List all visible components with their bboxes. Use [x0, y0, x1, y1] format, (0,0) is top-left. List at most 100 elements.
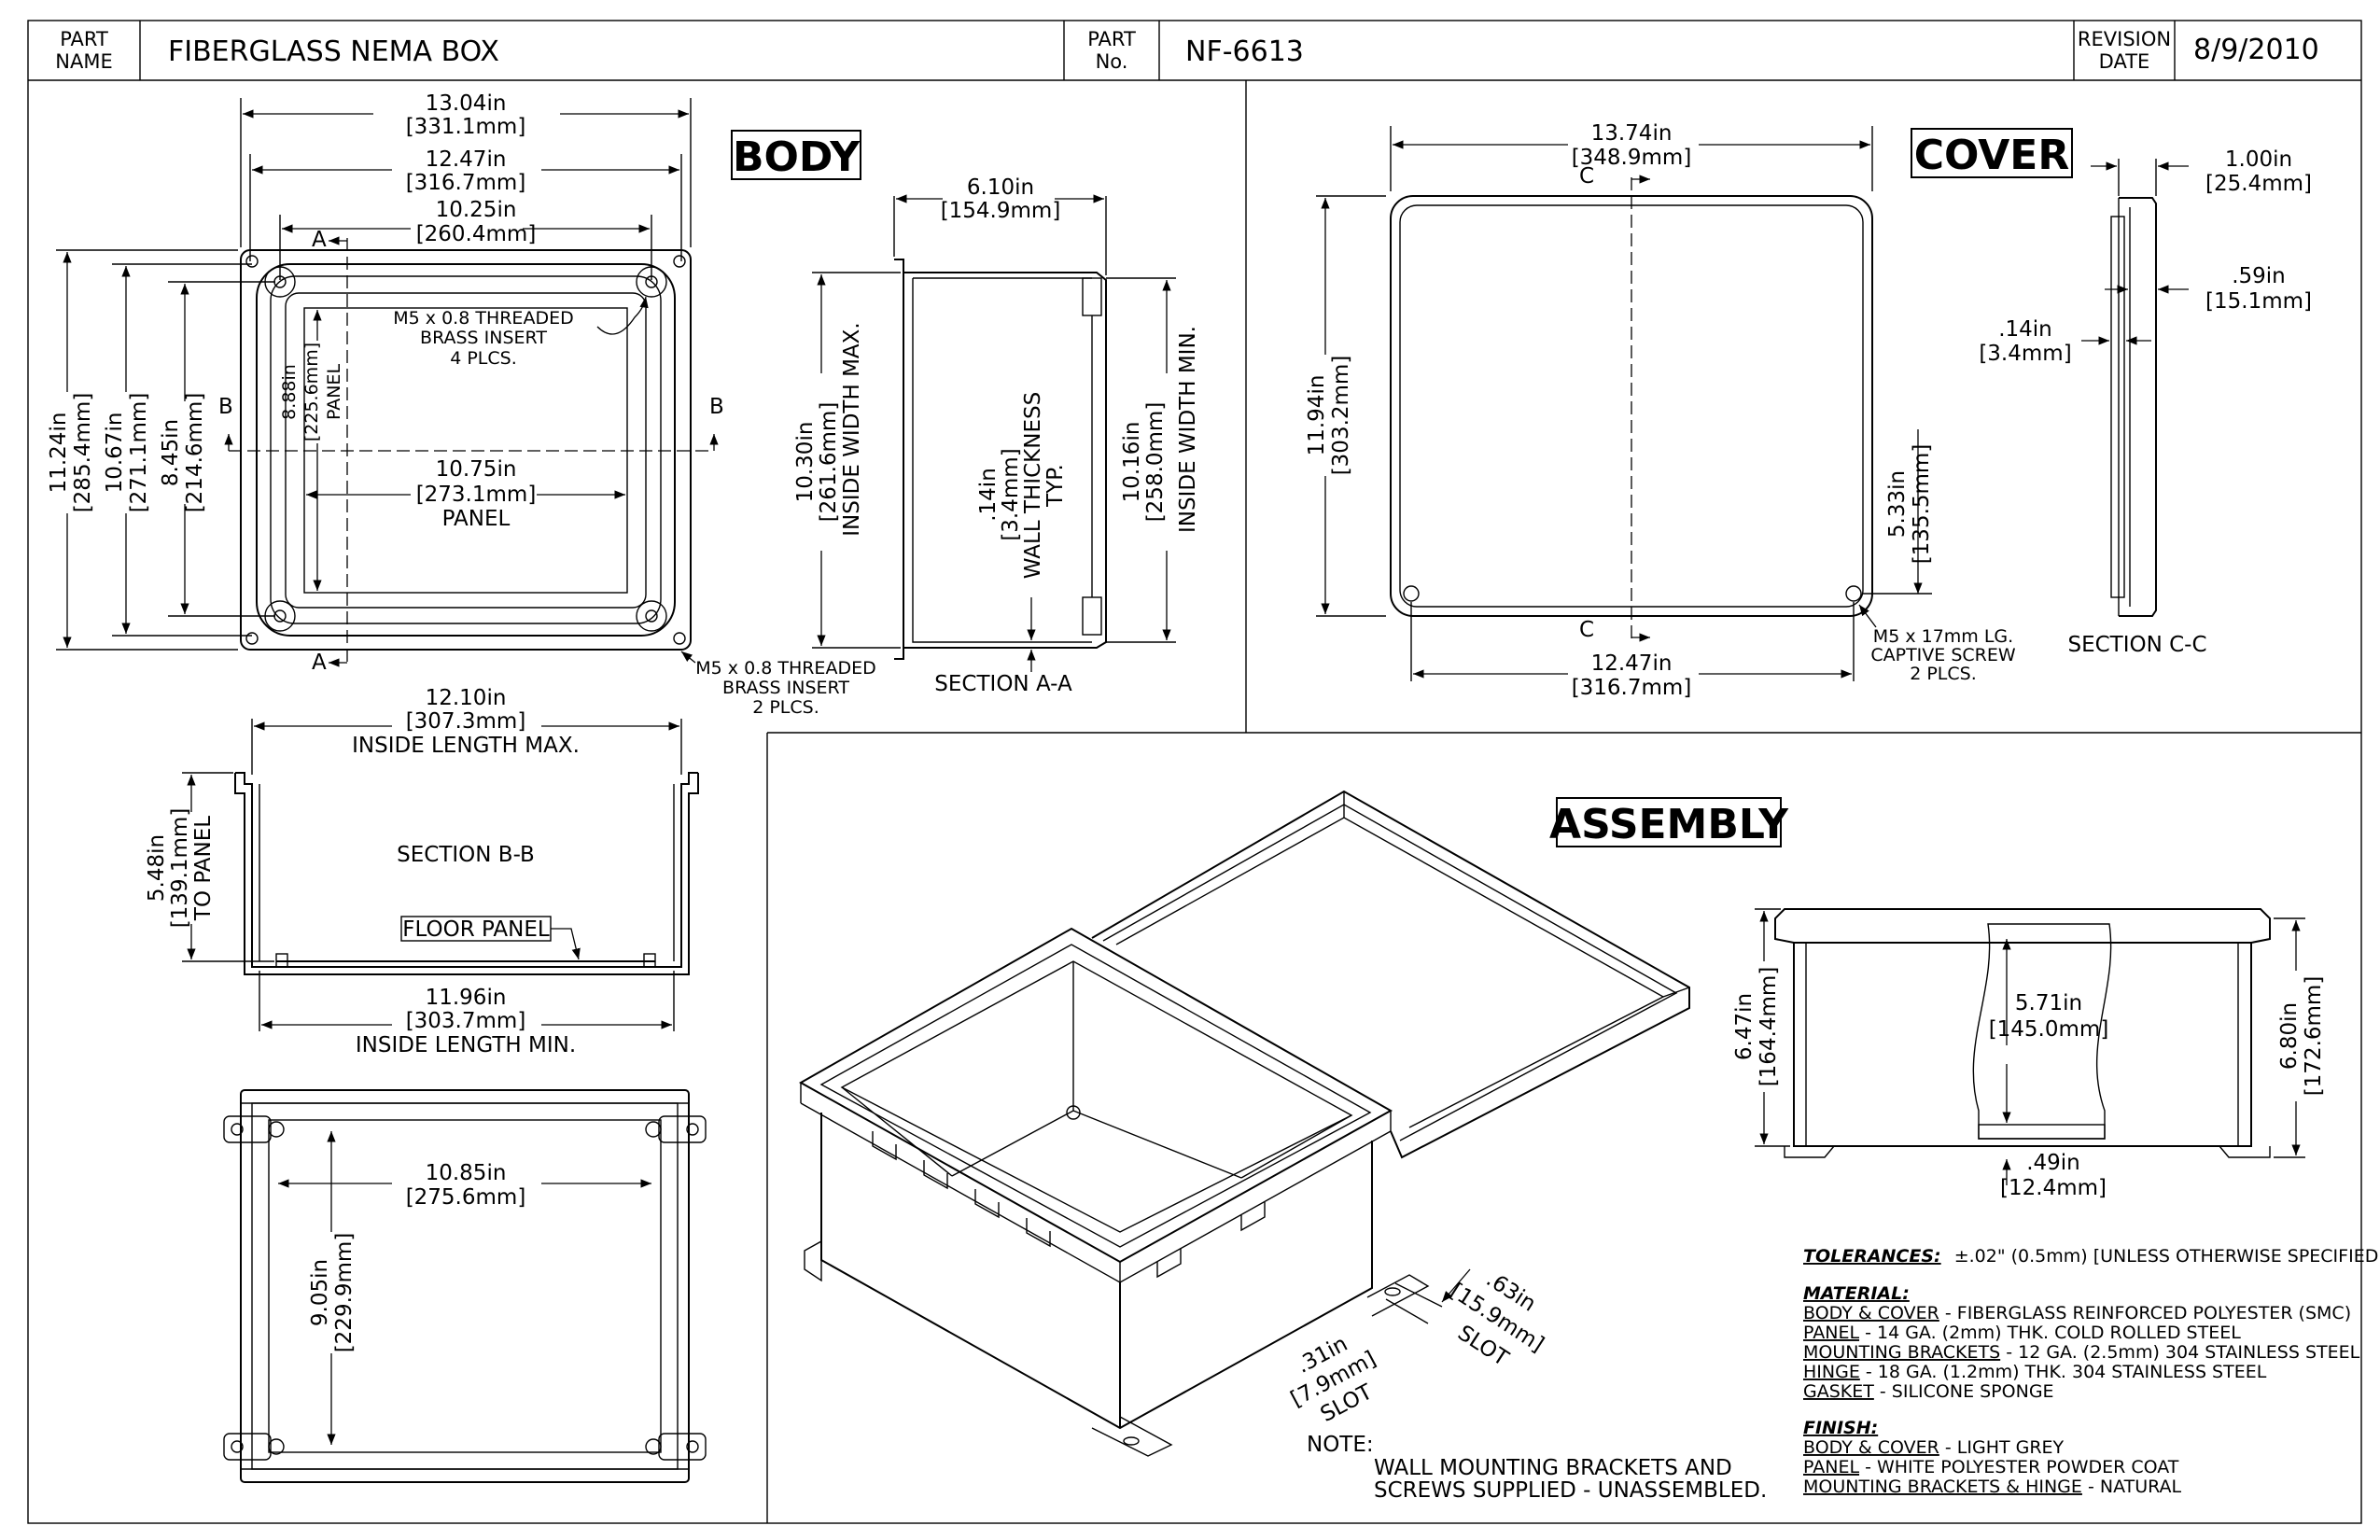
dim-panel-height-label: PANEL	[324, 364, 344, 420]
dim-aa-width-min-label: INSIDE WIDTH MIN.	[1176, 326, 1200, 533]
dim-aa-wall: .14in	[976, 468, 1001, 522]
body-title-box	[731, 130, 861, 180]
part-no-label-1: PART	[1087, 28, 1136, 50]
dim-aa-width-min: 10.16in	[1120, 422, 1144, 503]
finish-row: MOUNTING BRACKETS & HINGE - NATURAL	[1803, 1477, 2182, 1497]
part-no-label-2: No.	[1096, 50, 1128, 73]
section-cc-label: SECTION C-C	[2067, 633, 2206, 657]
material-row: BODY & COVER - FIBERGLASS REINFORCED POL…	[1803, 1303, 2351, 1323]
material-desc: - 18 GA. (1.2mm) THK. 304 STAINLESS STEE…	[1860, 1362, 2267, 1382]
tolerances-text: ±.02" (0.5mm) [UNLESS OTHERWISE SPECIFIE…	[1954, 1246, 2380, 1267]
note-line-1: WALL MOUNTING BRACKETS AND	[1374, 1456, 1732, 1480]
title-block: PART NAME FIBERGLASS NEMA BOX PART No. N…	[27, 20, 2362, 1524]
material-row: GASKET - SILICONE SPONGE	[1803, 1381, 2054, 1402]
dim-cc-wall: .14in	[1998, 317, 2052, 342]
assembly-title-box	[1556, 797, 1782, 847]
spec-block: TOLERANCES: ±.02" (0.5mm) [UNLESS OTHERW…	[1803, 1246, 2380, 1497]
revision-label-2: DATE	[2099, 50, 2150, 73]
dim-mount-width: 10.25in	[436, 198, 517, 222]
assembly-view: .63in [15.9mm] SLOT .31in [7.9mm] SLOT	[798, 790, 1690, 1457]
body-title: BODY	[733, 133, 861, 181]
dim-overall-height-asm-mm: [172.6mm]	[2302, 976, 2326, 1097]
dim-bb-length-min-label: INSIDE LENGTH MIN.	[356, 1033, 576, 1057]
finish-desc: - WHITE POLYESTER POWDER COAT	[1859, 1457, 2179, 1477]
material-row: MOUNTING BRACKETS - 12 GA. (2.5mm) 304 S…	[1803, 1342, 2360, 1363]
dim-body-height-mm: [164.4mm]	[1757, 967, 1781, 1087]
dim-overall-height-mm: [285.4mm]	[71, 393, 95, 513]
finish-row: BODY & COVER - LIGHT GREY	[1803, 1437, 2065, 1458]
dim-cover-height-mm: [303.2mm]	[1329, 356, 1353, 476]
material-desc: - 12 GA. (2.5mm) 304 STAINLESS STEEL	[2000, 1342, 2359, 1363]
dim-aa-width-min-mm: [258.0mm]	[1143, 402, 1168, 523]
dim-cover-width: 13.74in	[1591, 121, 1673, 146]
cover-title-box	[1911, 128, 2073, 178]
dim-aa-width-max-mm: [261.6mm]	[817, 402, 841, 523]
note-label: NOTE:	[1307, 1433, 1374, 1457]
tolerances: TOLERANCES: ±.02" (0.5mm) [UNLESS OTHERW…	[1803, 1246, 2380, 1267]
material-row: HINGE - 18 GA. (1.2mm) THK. 304 STAINLES…	[1803, 1362, 2267, 1382]
dim-overall-width: 13.04in	[426, 91, 507, 116]
dim-inner-height-mm: [271.1mm]	[127, 393, 151, 513]
note-block: NOTE: WALL MOUNTING BRACKETS AND SCREWS …	[1307, 1433, 1767, 1503]
dim-panel-width-mm: [273.1mm]	[416, 483, 537, 507]
dim-bb-to-panel-mm: [139.1mm]	[168, 808, 192, 929]
section-bb-label: SECTION B-B	[397, 843, 535, 867]
insert-note-top-3: 4 PLCS.	[450, 348, 517, 369]
insert-note-top-1: M5 x 0.8 THREADED	[393, 308, 573, 329]
dim-panel-width-label: PANEL	[442, 507, 511, 531]
dim-bb-to-panel: 5.48in	[145, 834, 169, 902]
material-part: PANEL	[1803, 1323, 1859, 1343]
dim-bottom-height: 9.05in	[308, 1259, 332, 1326]
insert-note-bottom-1: M5 x 0.8 THREADED	[695, 658, 875, 679]
dim-mount-height: 8.45in	[159, 419, 183, 486]
finish-row: PANEL - WHITE POLYESTER POWDER COAT	[1803, 1457, 2179, 1477]
section-mark-b-right: B	[709, 395, 724, 419]
cover-title: COVER	[1914, 132, 2070, 179]
assembly-title: ASSEMBLY	[1549, 801, 1789, 848]
dim-cc-lip-mm: [15.1mm]	[2205, 289, 2312, 314]
finish-part: BODY & COVER	[1803, 1437, 1939, 1458]
finish-part: MOUNTING BRACKETS & HINGE	[1803, 1477, 2082, 1497]
dim-panel-width: 10.75in	[436, 457, 517, 482]
dim-bottom-height-mm: [229.9mm]	[332, 1233, 357, 1353]
material-part: MOUNTING BRACKETS	[1803, 1342, 2000, 1363]
dim-screw-spacing-mm: [316.7mm]	[1572, 676, 1692, 700]
dim-inner-width: 12.47in	[426, 147, 507, 172]
section-mark-b-left: B	[218, 395, 233, 419]
material-part: HINGE	[1803, 1362, 1860, 1382]
insert-note-top-2: BRASS INSERT	[420, 328, 547, 348]
finish-desc: - LIGHT GREY	[1939, 1437, 2065, 1458]
material-part: BODY & COVER	[1803, 1303, 1939, 1323]
section-bb-view: 12.10in [307.3mm] INSIDE LENGTH MAX. 11.…	[145, 686, 699, 1057]
dim-bb-length-min-mm: [303.7mm]	[406, 1009, 526, 1033]
dim-cover-width-mm: [348.9mm]	[1572, 146, 1692, 170]
dim-bottom-width: 10.85in	[426, 1161, 507, 1185]
section-aa-view: 6.10in [154.9mm] 10.30in [261.6mm] INSID…	[793, 175, 1200, 696]
material-label: MATERIAL:	[1803, 1283, 1910, 1304]
part-name: FIBERGLASS NEMA BOX	[168, 35, 499, 68]
dim-inner-width-mm: [316.7mm]	[406, 171, 526, 195]
dim-aa-wall-mm: [3.4mm]	[999, 448, 1023, 540]
material-desc: - 14 GA. (2mm) THK. COLD ROLLED STEEL	[1859, 1323, 2241, 1343]
dim-cc-depth: 1.00in	[2225, 147, 2292, 172]
dim-panel-height: 8.88in	[279, 364, 300, 420]
insert-note-bottom-3: 2 PLCS.	[752, 697, 819, 718]
dim-inner-height: 10.67in	[103, 413, 127, 494]
screw-note-3: 2 PLCS.	[1910, 664, 1977, 684]
dim-mount-height-mm: [214.6mm]	[183, 393, 207, 513]
material-desc: - SILICONE SPONGE	[1874, 1381, 2054, 1402]
dim-overall-width-mm: [331.1mm]	[406, 115, 526, 139]
finish-label: FINISH:	[1803, 1418, 1878, 1438]
dim-bottom-width-mm: [275.6mm]	[406, 1185, 526, 1210]
part-number: NF-6613	[1185, 35, 1304, 68]
dim-bb-length-max-mm: [307.3mm]	[406, 709, 526, 734]
material-desc: - FIBERGLASS REINFORCED POLYESTER (SMC)	[1939, 1303, 2351, 1323]
dim-overall-height-asm: 6.80in	[2277, 1002, 2302, 1070]
dim-cc-lip: .59in	[2232, 264, 2286, 288]
dim-bb-length-max: 12.10in	[426, 686, 507, 710]
finish-part: PANEL	[1803, 1457, 1859, 1477]
section-mark-c-top: C	[1579, 164, 1594, 189]
finish-desc: - NATURAL	[2082, 1477, 2182, 1497]
dim-cover-height: 11.94in	[1305, 375, 1329, 456]
dim-bracket: .49in	[2026, 1151, 2080, 1175]
